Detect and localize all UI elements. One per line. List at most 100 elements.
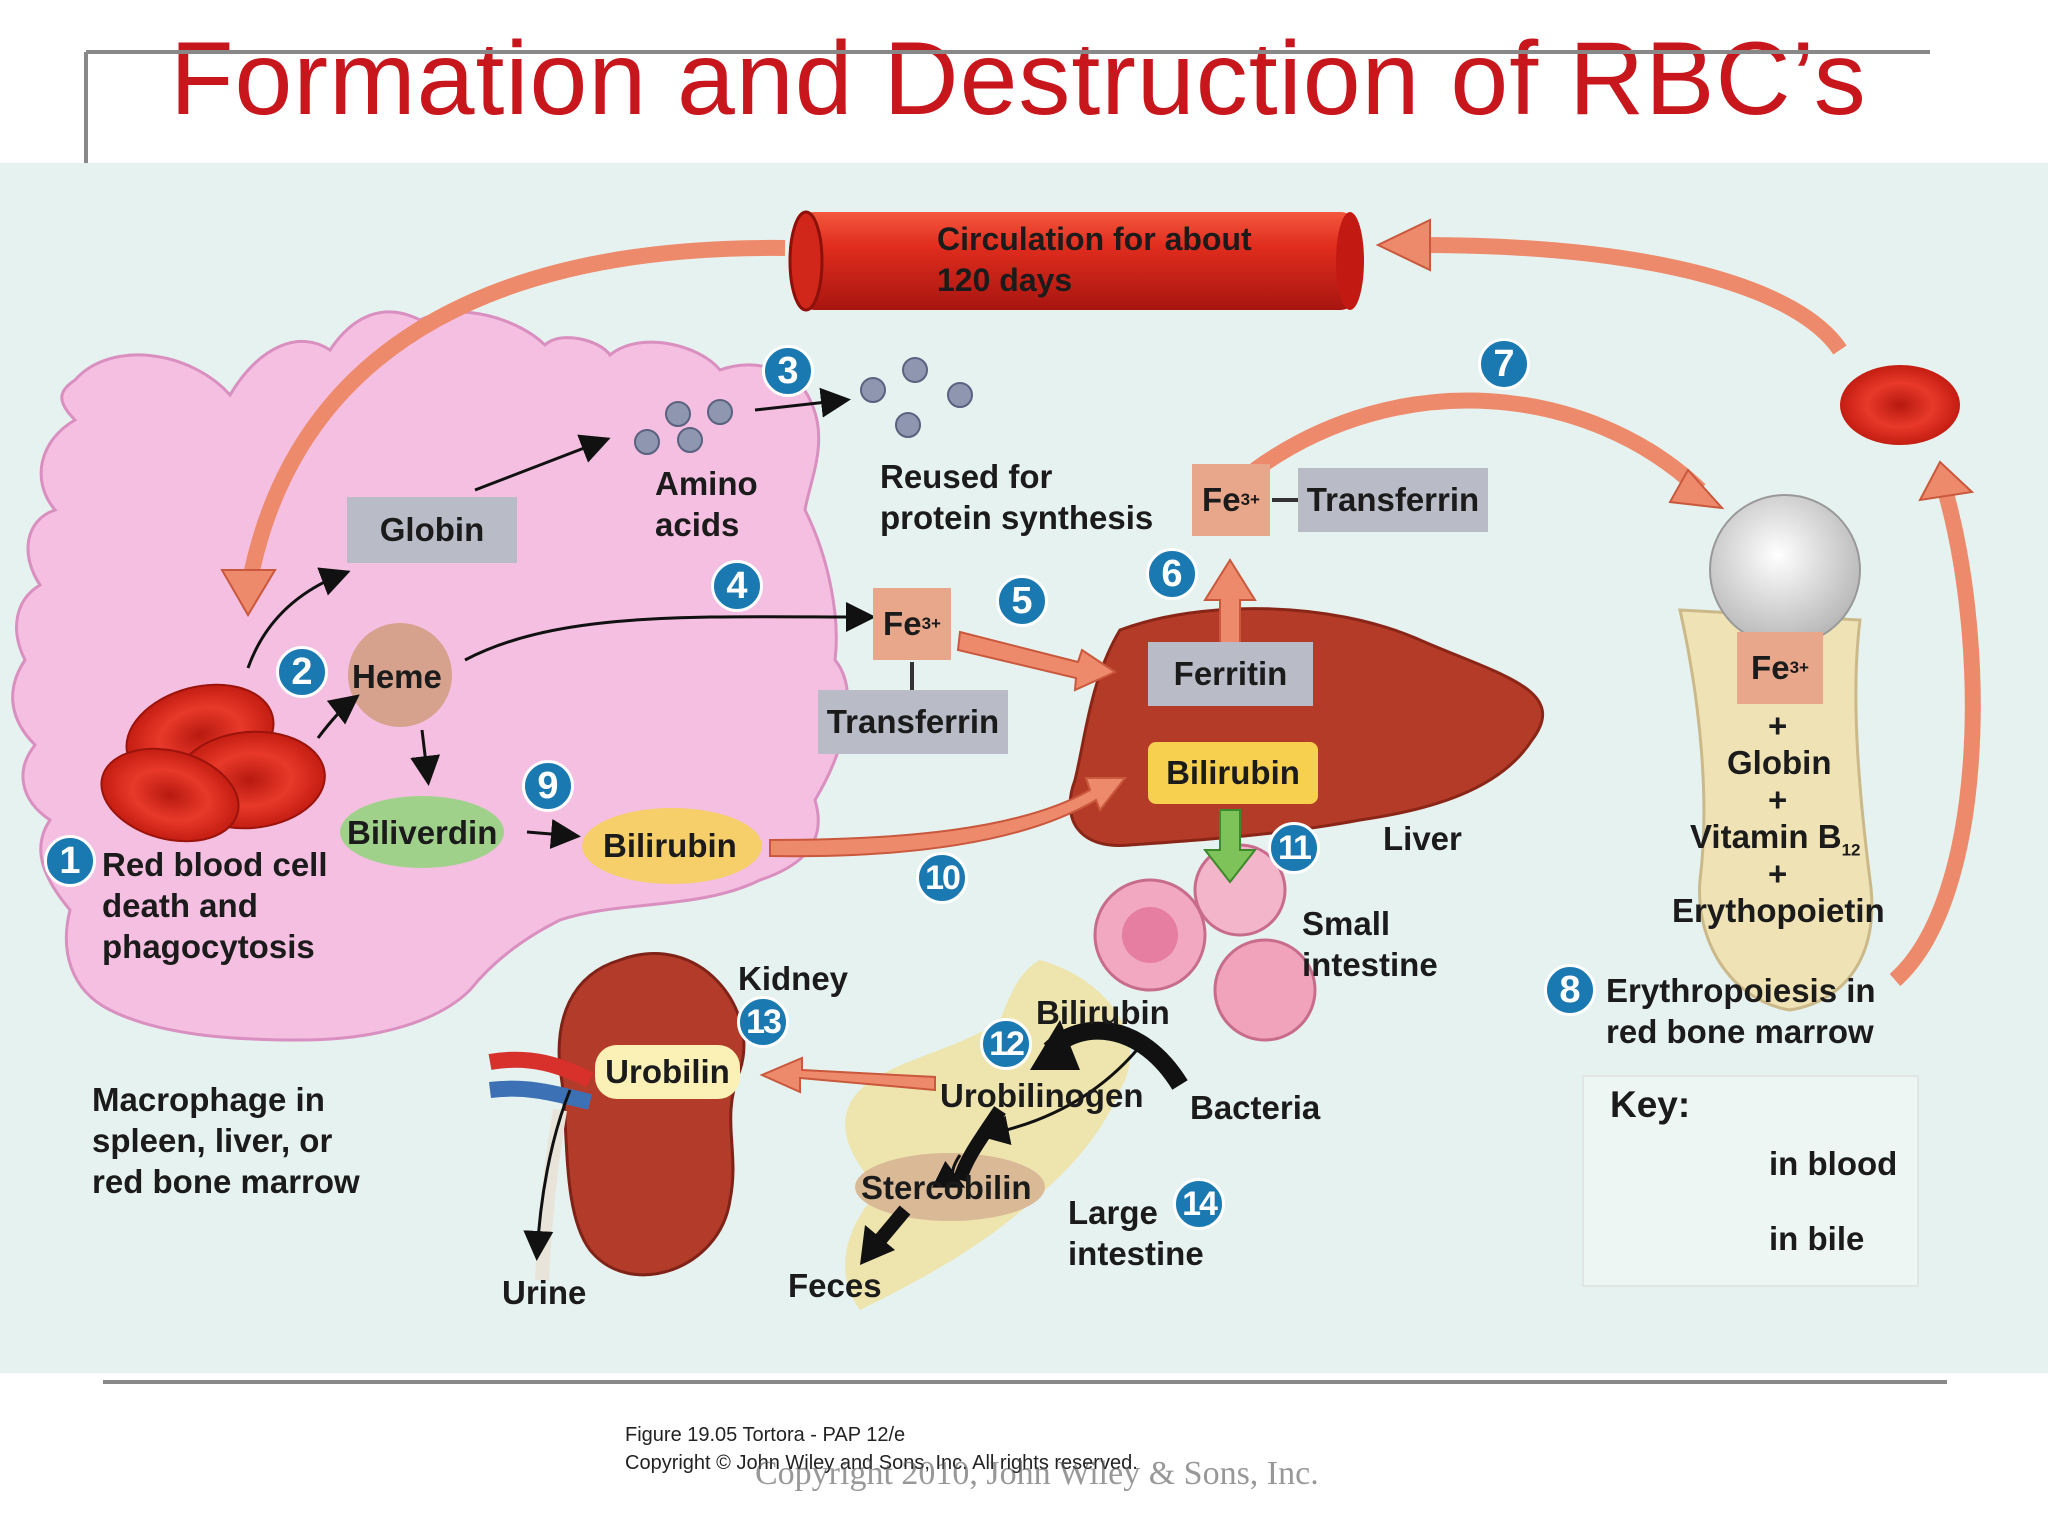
marrow-plus-1: + <box>1768 707 1788 744</box>
erythropoiesis-label-line2: red bone marrow <box>1606 1013 1874 1050</box>
red-blood-cell-cluster <box>100 683 326 843</box>
step-badge-12: 12 <box>980 1018 1032 1070</box>
bilirubin-molecule-macrophage <box>582 808 762 884</box>
marrow-globin-label: Globin <box>1727 744 1832 781</box>
step-badge-6: 6 <box>1146 548 1198 600</box>
heme-molecule <box>348 623 452 727</box>
arrow-heme-to-biliverdin <box>410 729 441 786</box>
reused-label-line2: protein synthesis <box>880 499 1154 536</box>
macrophage-label-line2: spleen, liver, or <box>92 1122 333 1159</box>
step-badge-14: 14 <box>1173 1178 1225 1230</box>
arrow-rbc-to-globin <box>246 567 351 669</box>
arrow-rbc-to-vessel <box>1419 237 1847 355</box>
iron-symbol: Fe <box>1751 649 1790 686</box>
small-intestine-label-line2: intestine <box>1302 946 1438 983</box>
arrow-urobilinogen-to-kidney <box>759 1056 936 1094</box>
kidney-label: Kidney <box>738 960 849 997</box>
rbc-death-label-line2: death and <box>102 887 258 924</box>
large-intestine-label-line2: intestine <box>1068 1235 1204 1272</box>
arrow-iron-to-ferritin <box>956 630 1118 692</box>
rbc-death-label-line1: Red blood cell <box>102 846 328 883</box>
arrow-globin-to-amino <box>474 434 611 492</box>
arrow-amino-to-reuse <box>754 387 851 418</box>
transferrin-box-bottom: Transferrin <box>818 690 1008 754</box>
step-badge-3: 3 <box>762 345 814 397</box>
erythropoiesis-label-line1: Erythropoiesis in <box>1606 972 1876 1009</box>
urobilin-box: Urobilin <box>595 1045 740 1099</box>
arrow-bilirubin-to-liver <box>769 777 1128 858</box>
step-badge-7: 7 <box>1478 338 1530 390</box>
biliverdin-molecule <box>340 796 504 868</box>
bilirubin-label-intestine: Bilirubin <box>1036 994 1170 1031</box>
amino-acid-molecules <box>634 357 973 455</box>
iron-charge: 3+ <box>1240 490 1260 509</box>
vitamin-label: Vitamin B12 <box>1690 816 1861 871</box>
marrow-plus-2: + <box>1768 781 1788 818</box>
arrow-transferrin-to-marrow <box>1250 392 1706 496</box>
arrow-heme-to-iron <box>464 601 876 662</box>
step-badge-13: 13 <box>737 996 789 1048</box>
key-blood-label: in blood <box>1769 1145 1898 1182</box>
urine-label: Urine <box>502 1274 587 1311</box>
figure-caption-line2: Copyright © John Wiley and Sons, Inc. Al… <box>625 1452 1138 1474</box>
arrow-urobilinogen-to-stercobilin <box>931 1154 966 1188</box>
erythropoietin-label: Erythopoietin <box>1672 892 1885 929</box>
step-badge-5: 5 <box>996 575 1048 627</box>
iron-charge: 3+ <box>1789 658 1809 677</box>
bilirubin-label-macrophage: Bilirubin <box>603 827 737 864</box>
key-title: Key: <box>1610 1084 1691 1125</box>
kidney <box>488 952 746 1281</box>
amino-acids-label-line2: acids <box>655 506 740 543</box>
key-panel <box>1582 1075 1919 1287</box>
circulation-label-line1: Circulation for about <box>937 221 1252 257</box>
step-badge-2: 2 <box>276 646 328 698</box>
free-red-blood-cell <box>1840 365 1960 445</box>
slide-title: Formation and Destruction of RBC’s <box>170 21 1867 137</box>
heme-label: Heme <box>352 658 442 695</box>
arrow-stercobilin-to-feces <box>874 1205 911 1245</box>
urobilinogen-label: Urobilinogen <box>940 1077 1144 1114</box>
biliverdin-label: Biliverdin <box>347 814 498 851</box>
large-intestine-label-line1: Large <box>1068 1194 1158 1231</box>
bacteria-label: Bacteria <box>1190 1089 1321 1126</box>
step-badge-11: 11 <box>1268 822 1320 874</box>
step-badge-8: 8 <box>1544 964 1596 1016</box>
arrow-biliverdin-to-bilirubin <box>526 819 581 849</box>
macrophage-label-line1: Macrophage in <box>92 1081 325 1118</box>
bilirubin-box-liver: Bilirubin <box>1148 742 1318 804</box>
arrow-ferritin-to-transferrin <box>1203 558 1257 646</box>
arrow-bilirubin-to-urobilinogen <box>979 1039 1147 1145</box>
vitamin-subscript: 12 <box>1841 840 1861 860</box>
step-badge-9: 9 <box>522 760 574 812</box>
rbc-death-label-line3: phagocytosis <box>102 928 315 965</box>
circulation-label-line2: 120 days <box>937 262 1073 298</box>
stercobilin-label: Stercobilin <box>861 1169 1032 1206</box>
marrow-plus-3: + <box>1768 855 1788 892</box>
arrow-liver-to-intestine <box>1202 809 1258 884</box>
ferritin-box: Ferritin <box>1148 642 1313 706</box>
arrow-marrow-to-rbc <box>1889 487 1981 986</box>
globin-box: Globin <box>347 497 517 563</box>
step-badge-4: 4 <box>711 560 763 612</box>
amino-acids-label-line1: Amino <box>655 465 758 502</box>
macrophage-label-line3: red bone marrow <box>92 1163 360 1200</box>
iron-symbol: Fe <box>1202 481 1241 518</box>
blood-vessel <box>800 212 1355 310</box>
small-intestine-label-line1: Small <box>1302 905 1391 942</box>
slide-copyright: Copyright 2010, John Wiley & Sons, Inc. <box>755 1455 1319 1492</box>
iron-symbol: Fe <box>883 605 922 642</box>
transferrin-box-top: Transferrin <box>1298 468 1488 532</box>
iron-charge: 3+ <box>921 614 941 633</box>
arrow-vessel-to-macrophage <box>242 239 786 582</box>
bone-femur <box>1678 494 1874 1012</box>
step-badge-1: 1 <box>44 835 96 887</box>
arrow-kidney-to-urine <box>523 1089 572 1261</box>
figure-caption-line1: Figure 19.05 Tortora - PAP 12/e <box>625 1424 906 1446</box>
arrow-rbc-to-heme <box>316 694 360 739</box>
key-bile-label: in bile <box>1769 1220 1865 1257</box>
liver-label: Liver <box>1383 820 1462 857</box>
reused-label-line1: Reused for <box>880 458 1053 495</box>
